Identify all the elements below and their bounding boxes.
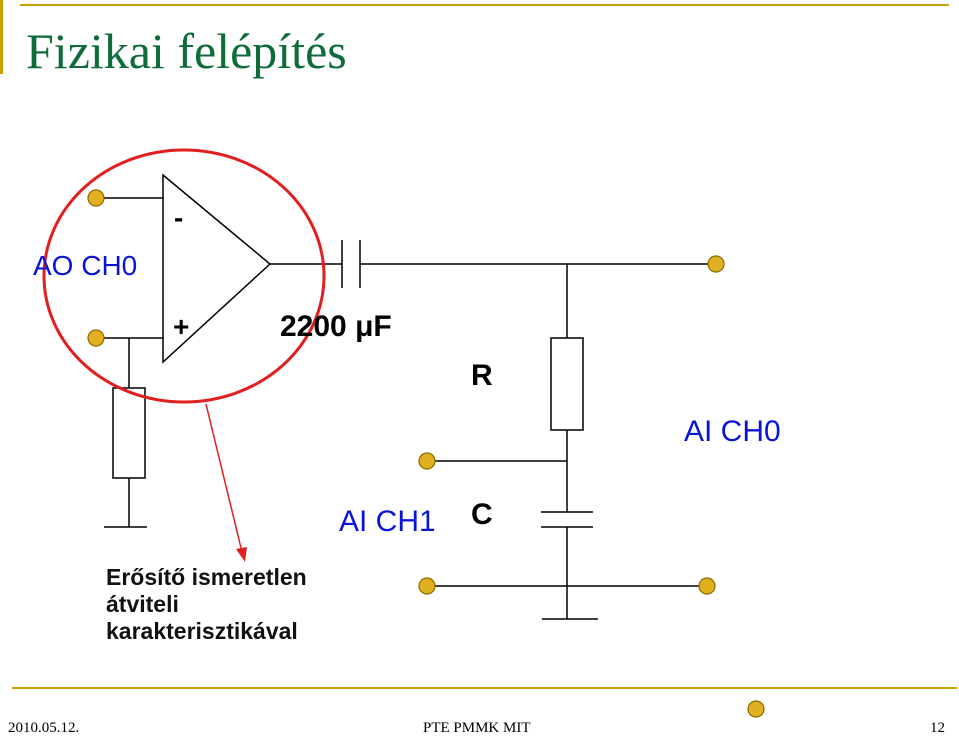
amplifier-annotation: Erősítő ismeretlen átviteli karakteriszt… (106, 564, 307, 645)
annotation-arrow-head (236, 547, 247, 562)
label-capacitor-c: C (471, 498, 493, 531)
footer-org: PTE PMMK MIT (423, 720, 531, 736)
annotation-line-2: átviteli (106, 591, 179, 617)
terminal-noninverting (87, 329, 105, 347)
label-minus: - (174, 202, 184, 233)
amplifier-highlight-ellipse (42, 148, 326, 404)
label-capacitance: 2200 μF (280, 310, 392, 343)
left-resistor (112, 387, 146, 479)
terminal-ref-right (698, 577, 716, 595)
footer-page-number: 12 (930, 720, 945, 736)
label-ao-ch0: AO CH0 (33, 250, 138, 281)
terminal-ai-ch1 (418, 452, 436, 470)
terminal-ai-ch0 (707, 255, 725, 273)
label-ai-ch1: AI CH1 (339, 505, 436, 538)
annotation-line-3: karakterisztikával (106, 618, 298, 644)
header-rule (20, 4, 949, 6)
annotation-arrow-line (205, 403, 243, 553)
slide-nav-dot (747, 700, 765, 718)
footer-date: 2010.05.12. (8, 720, 80, 736)
amplifier-symbol (162, 173, 272, 364)
terminal-ref-left (418, 577, 436, 595)
label-ai-ch0: AI CH0 (684, 415, 781, 448)
terminal-inverting (87, 189, 105, 207)
annotation-line-1: Erősítő ismeretlen (106, 564, 307, 590)
label-plus: + (173, 311, 190, 342)
title-accent-bar (0, 0, 3, 74)
resistor-r (550, 337, 584, 431)
label-resistor-r: R (471, 359, 493, 392)
slide-title: Fizikai felépítés (26, 23, 347, 79)
